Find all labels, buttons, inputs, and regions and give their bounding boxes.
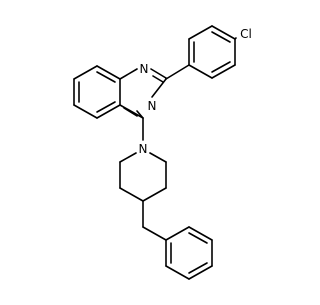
bond bbox=[151, 78, 167, 98]
atom-label-n-piperidine: N bbox=[139, 142, 148, 156]
bond bbox=[119, 68, 138, 80]
molecule-structure: N N N Cl bbox=[73, 25, 252, 280]
bond bbox=[73, 104, 98, 119]
bond bbox=[119, 187, 144, 202]
bond bbox=[142, 187, 167, 202]
bond bbox=[96, 104, 121, 119]
bond bbox=[119, 104, 144, 119]
bond-double-inner bbox=[211, 61, 231, 73]
bond-double-inner bbox=[123, 107, 138, 117]
bond bbox=[188, 64, 213, 79]
bond bbox=[165, 64, 190, 80]
bond bbox=[211, 25, 236, 40]
bond bbox=[149, 152, 167, 163]
bond-double-inner bbox=[188, 262, 208, 274]
bond-double-inner bbox=[152, 75, 164, 83]
bond bbox=[73, 65, 98, 80]
bond bbox=[188, 265, 213, 280]
atom-labels: N N N Cl bbox=[139, 27, 252, 156]
bond-double-inner bbox=[96, 101, 116, 113]
bond bbox=[188, 25, 213, 40]
atom-label-n3: N bbox=[148, 99, 157, 113]
bond bbox=[119, 152, 137, 163]
bond bbox=[165, 265, 190, 280]
bond-double-inner bbox=[96, 71, 116, 83]
molecule-canvas: N N N Cl bbox=[73, 25, 252, 280]
bond bbox=[188, 226, 213, 241]
bond bbox=[142, 226, 167, 241]
atom-label-cl: Cl bbox=[240, 27, 252, 41]
bond bbox=[165, 226, 190, 241]
bond bbox=[150, 68, 167, 79]
bonds bbox=[73, 25, 237, 280]
bond-double-inner bbox=[188, 232, 208, 244]
bond bbox=[96, 65, 121, 80]
atom-label-n1: N bbox=[140, 62, 149, 76]
bond-double-inner bbox=[211, 31, 231, 43]
bond bbox=[211, 64, 236, 79]
bond bbox=[234, 37, 237, 40]
